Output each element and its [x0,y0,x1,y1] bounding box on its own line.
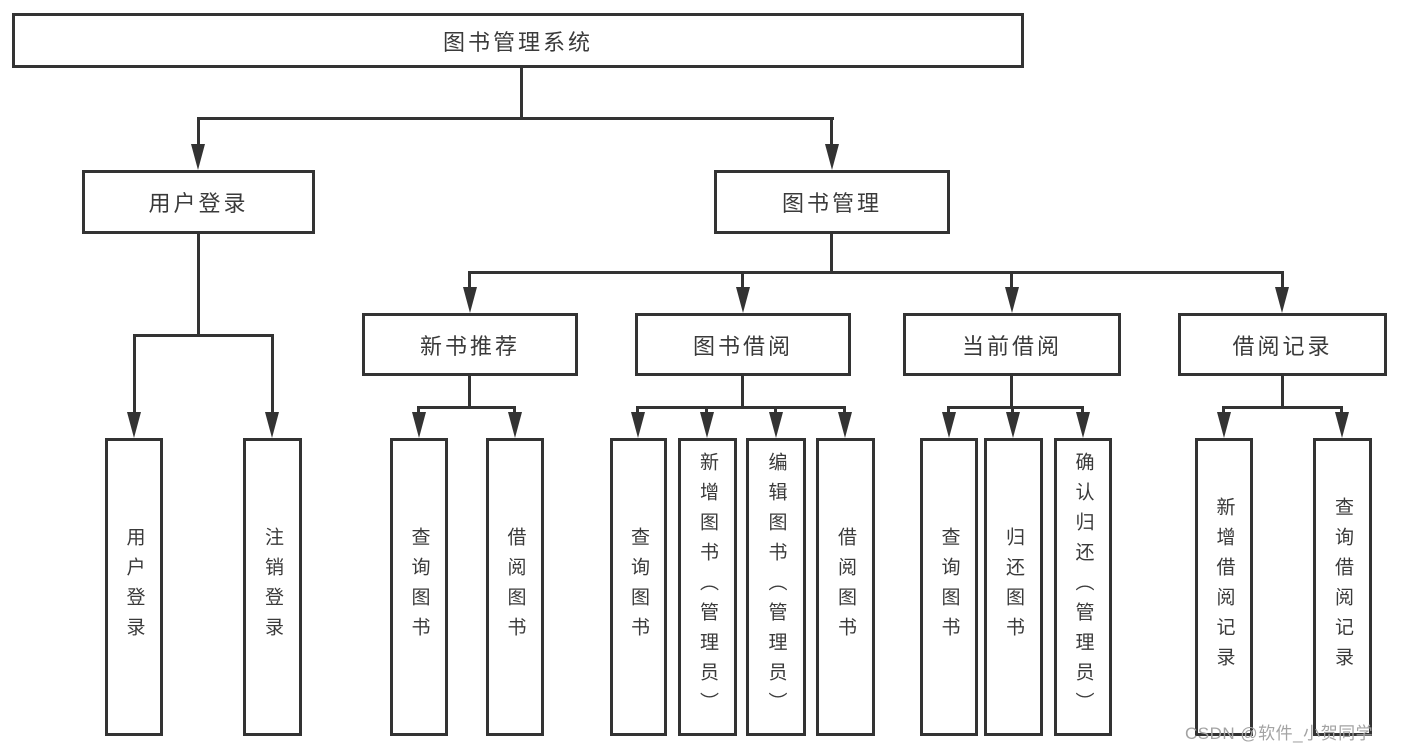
arrow-down-icon [191,144,205,170]
leaf-confirm-return-admin: 确认归还（管理员） [1054,438,1112,736]
leaf-logout: 注销登录 [243,438,302,736]
connector-line [271,334,274,414]
connector-line [636,406,639,416]
arrow-down-icon [631,412,645,438]
leaf-label: 确认归还（管理员） [1072,452,1094,722]
arrow-down-icon [942,412,956,438]
node-library-management-system: 图书管理系统 [12,13,1024,68]
arrow-down-icon [1005,287,1019,313]
arrow-down-icon [769,412,783,438]
connector-line [1222,406,1225,416]
connector-line [830,117,833,144]
leaf-label: 注销登录 [262,527,283,647]
arrow-down-icon [736,287,750,313]
connector-line [705,406,708,416]
connector-line [1010,271,1013,289]
arrow-down-icon [1217,412,1231,438]
arrow-down-icon [1275,287,1289,313]
connector-line [520,68,523,120]
arrow-down-icon [412,412,426,438]
node-book-management: 图书管理 [714,170,950,234]
watermark-text: CSDN @软件_小贺同学 [1185,724,1374,743]
arrow-down-icon [825,144,839,170]
leaf-return-books: 归还图书 [984,438,1043,736]
connector-line [1081,406,1084,416]
connector-line [513,406,516,416]
connector-line [1281,271,1284,289]
leaf-label: 编辑图书（管理员） [765,452,787,722]
leaf-query-borrow-record: 查询借阅记录 [1313,438,1372,736]
leaf-label: 查询图书 [408,527,430,647]
leaf-label: 归还图书 [1003,527,1024,647]
connector-line [197,234,200,337]
leaf-edit-books-admin: 编辑图书（管理员） [746,438,806,736]
connector-line [1340,406,1343,416]
node-current-borrowing: 当前借阅 [903,313,1121,376]
arrow-down-icon [1335,412,1349,438]
connector-line [843,406,846,416]
connector-line [741,376,744,409]
leaf-label: 用户登录 [123,527,145,647]
arrow-down-icon [508,412,522,438]
leaf-label: 新增图书（管理员） [697,452,718,722]
node-new-book-recommendation: 新书推荐 [362,313,578,376]
leaf-query-books-borrowing: 查询图书 [610,438,667,736]
arrow-down-icon [700,412,714,438]
connector-line [417,406,420,416]
connector-line [774,406,777,416]
connector-line [418,406,516,409]
connector-line [830,234,833,274]
connector-line [469,271,1284,274]
arrow-down-icon [838,412,852,438]
leaf-label: 借阅图书 [835,527,856,647]
connector-line [1223,406,1343,409]
connector-line [197,117,834,120]
connector-line [468,376,471,409]
leaf-label: 查询借阅记录 [1332,497,1353,677]
node-book-borrowing: 图书借阅 [635,313,851,376]
node-borrowing-records: 借阅记录 [1178,313,1387,376]
leaf-label: 新增借阅记录 [1213,497,1235,677]
connector-line [1281,376,1284,409]
leaf-add-books-admin: 新增图书（管理员） [678,438,737,736]
arrow-down-icon [127,412,141,438]
leaf-label: 查询图书 [938,527,960,647]
connector-line [948,406,1084,409]
leaf-label: 借阅图书 [504,527,526,647]
connector-line [468,271,471,289]
leaf-user-login: 用户登录 [105,438,163,736]
node-user-login: 用户登录 [82,170,315,234]
leaf-query-books-current: 查询图书 [920,438,978,736]
connector-line [133,334,136,414]
connector-line [947,406,950,416]
connector-line [637,406,846,409]
connector-line [1010,376,1013,409]
leaf-query-books-recommend: 查询图书 [390,438,448,736]
arrow-down-icon [1076,412,1090,438]
leaf-add-borrow-record: 新增借阅记录 [1195,438,1253,736]
leaf-borrow-books-recommend: 借阅图书 [486,438,544,736]
connector-line [133,334,274,337]
leaf-label: 查询图书 [628,527,649,647]
connector-line [197,117,200,144]
arrow-down-icon [265,412,279,438]
leaf-borrow-books-borrowing2: 借阅图书 [816,438,875,736]
arrow-down-icon [463,287,477,313]
arrow-down-icon [1006,412,1020,438]
connector-line [741,271,744,289]
connector-line [1011,406,1014,416]
